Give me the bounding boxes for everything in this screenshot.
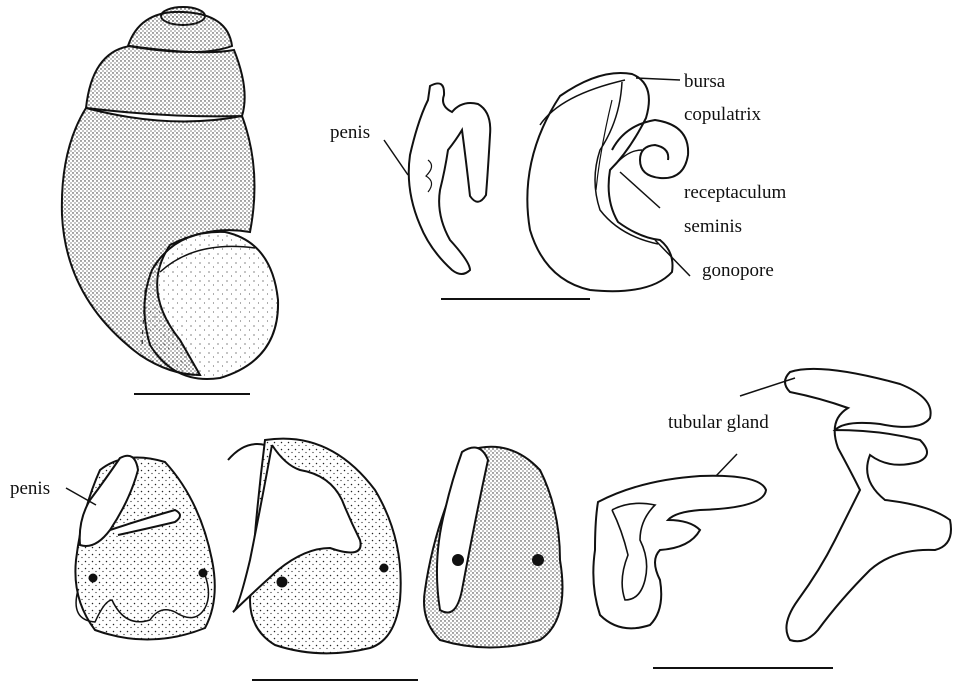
label-tubular-gland: tubular gland	[668, 412, 769, 433]
penis-drawing-upper	[409, 83, 491, 274]
tubular-gland-drawing-1	[593, 476, 766, 629]
label-bursa-line2: copulatrix	[684, 104, 762, 125]
label-gonopore: gonopore	[702, 260, 774, 281]
head-drawing-1	[75, 456, 214, 640]
label-receptaculum-line1: receptaculum	[684, 182, 787, 203]
head-drawing-3	[424, 447, 563, 648]
tubular-gland-leader-1	[716, 454, 737, 476]
shell-drawing	[62, 7, 278, 379]
label-receptaculum-line2: seminis	[684, 216, 742, 237]
tubular-gland-drawing-2	[785, 369, 951, 641]
head-drawing-2	[228, 439, 401, 654]
bursa-leader	[636, 78, 680, 80]
label-penis-upper: penis	[330, 122, 370, 143]
label-penis-lower: penis	[10, 478, 50, 499]
penis-upper-leader	[384, 140, 408, 175]
bursa-drawing	[527, 73, 688, 291]
label-bursa-line1: bursa	[684, 71, 726, 92]
